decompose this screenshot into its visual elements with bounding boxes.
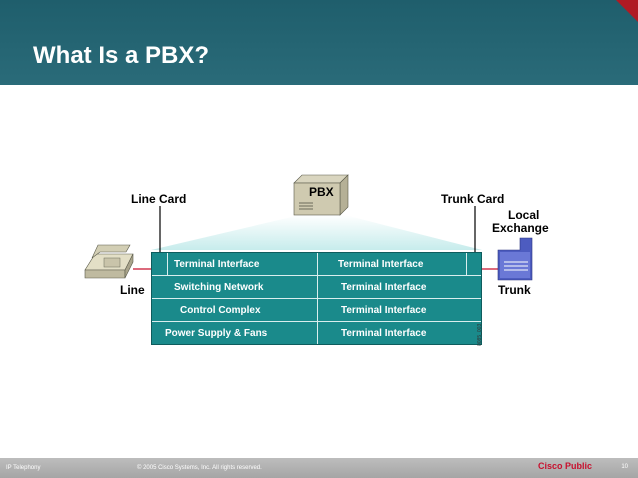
local-exchange-label-line1: Local [508, 208, 540, 222]
cell-power-supply-fans: Power Supply & Fans [165, 328, 268, 339]
local-exchange-label-line2: Exchange [492, 221, 549, 235]
footer-section: IP Telephony [6, 465, 41, 471]
page-number: 10 [621, 464, 628, 470]
cell-terminal-interface-trunk: Terminal Interface [338, 259, 424, 270]
row-divider [152, 275, 481, 276]
cell-switching-network: Switching Network [174, 282, 264, 293]
slide-title: What Is a PBX? [33, 42, 210, 69]
pbx-label: PBX [309, 185, 334, 199]
pbx-components-panel: Terminal Interface Terminal Interface Sw… [151, 252, 482, 345]
phone-icon [84, 244, 134, 279]
cell-terminal-interface: Terminal Interface [341, 282, 427, 293]
column-divider [317, 253, 318, 344]
slide-header: What Is a PBX? [0, 0, 638, 85]
cell-terminal-interface-line: Terminal Interface [174, 259, 260, 270]
footer-classification: Cisco Public [538, 461, 593, 471]
cell-terminal-interface: Terminal Interface [341, 305, 427, 316]
slide-footer: IP Telephony © 2005 Cisco Systems, Inc. … [0, 458, 638, 478]
line-card-slot [167, 253, 168, 275]
row-divider [152, 298, 481, 299]
figure-code: 0085_003 [477, 323, 483, 346]
trunk-card-slot [466, 253, 467, 275]
line-label: Line [120, 283, 145, 297]
local-exchange-icon [497, 237, 533, 281]
cell-control-complex: Control Complex [180, 305, 261, 316]
cell-terminal-interface: Terminal Interface [341, 328, 427, 339]
row-divider [152, 321, 481, 322]
trunk-card-label: Trunk Card [441, 192, 505, 206]
footer-copyright: © 2005 Cisco Systems, Inc. All rights re… [137, 465, 262, 471]
pbx-box-icon [293, 174, 349, 216]
projection-beam [151, 215, 482, 250]
line-card-label: Line Card [131, 192, 187, 206]
corner-accent [616, 0, 638, 22]
trunk-label: Trunk [498, 283, 531, 297]
